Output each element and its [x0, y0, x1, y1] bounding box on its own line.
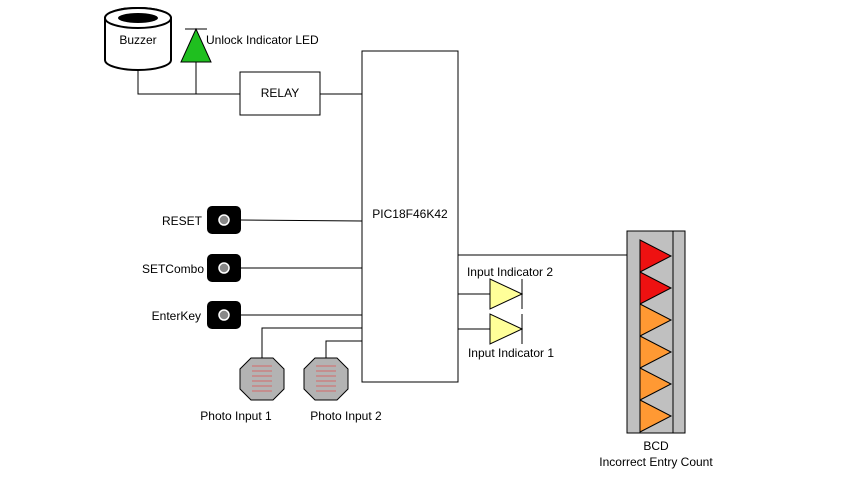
- buzzer-label: Buzzer: [119, 33, 156, 47]
- mcu-label: PIC18F46K42: [372, 207, 448, 221]
- setcombo-button-knob-icon: [218, 262, 230, 274]
- photo-input-2-label: Photo Input 2: [310, 409, 382, 423]
- bcd-display: BCD Incorrect Entry Count: [599, 230, 713, 469]
- relay-box: [239, 71, 321, 116]
- bcd-segment-3: [639, 303, 673, 337]
- photo-input-2-lines: [316, 365, 336, 392]
- unlock-led: Unlock Indicator LED: [180, 27, 319, 63]
- input-indicator-2-label: Input Indicator 2: [467, 265, 553, 279]
- enterkey-button-group: EnterKey: [152, 301, 241, 329]
- photo-input-1: Photo Input 1: [200, 357, 285, 423]
- relay: RELAY: [239, 71, 321, 116]
- unlock-led-label: Unlock Indicator LED: [206, 33, 319, 47]
- mcu-box: [361, 50, 459, 383]
- setcombo-button-label: SETCombo: [142, 262, 204, 276]
- reset-wire: [239, 219, 363, 222]
- photo1-wire: [261, 327, 362, 358]
- enterkey-button-label: EnterKey: [152, 309, 201, 323]
- photo-input-2: Photo Input 2: [303, 357, 382, 423]
- bcd-segment-2: [639, 271, 673, 305]
- photo-input-1-sensor-icon: [239, 357, 285, 401]
- input-indicator-1-label: Input Indicator 1: [468, 346, 554, 360]
- input-indicator-1: Input Indicator 1: [468, 313, 554, 360]
- bcd-segments: [639, 239, 673, 433]
- relay-label: RELAY: [261, 86, 299, 100]
- reset-button-label: RESET: [162, 214, 203, 228]
- bcd-title: BCD: [643, 439, 669, 453]
- bcd-segment-6: [639, 399, 673, 433]
- photo-input-1-label: Photo Input 1: [200, 409, 272, 423]
- photo-input-1-lines: [252, 365, 272, 392]
- reset-button-knob-icon: [218, 214, 230, 226]
- enterkey-button-knob-icon: [218, 309, 230, 321]
- photo2-wire: [325, 340, 362, 358]
- bcd-segment-5: [639, 367, 673, 401]
- buzzer-hole: [118, 13, 158, 23]
- setcombo-button-group: SETCombo: [142, 254, 241, 282]
- bcd-segment-1: [639, 239, 673, 273]
- mcu: PIC18F46K42: [361, 50, 459, 383]
- buzzer-wire: [137, 70, 240, 95]
- bcd-subtitle: Incorrect Entry Count: [599, 455, 713, 469]
- photo-input-2-sensor-icon: [303, 357, 349, 401]
- wires: [137, 62, 627, 358]
- input-indicator-2-led-icon: [489, 278, 524, 310]
- buzzer: Buzzer: [104, 7, 172, 71]
- input-indicator-2: Input Indicator 2: [467, 265, 553, 310]
- unlock-led-icon: [180, 27, 212, 63]
- bcd-segment-4: [639, 335, 673, 369]
- bcd-housing: [626, 230, 686, 434]
- reset-button-group: RESET: [162, 206, 241, 234]
- input-indicator-1-led-icon: [489, 313, 524, 345]
